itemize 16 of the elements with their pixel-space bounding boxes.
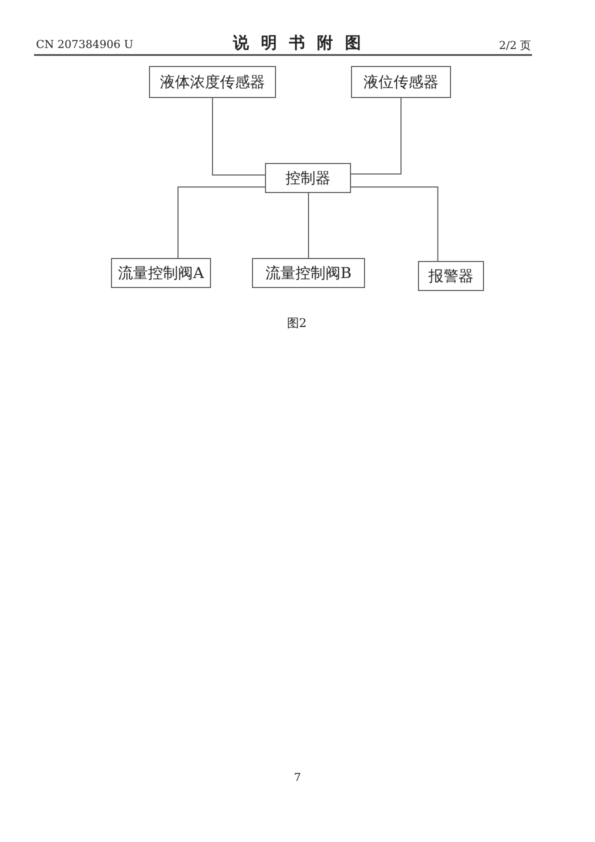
page-number: 7 bbox=[294, 771, 301, 784]
document-number: CN 207384906 U bbox=[36, 38, 134, 51]
process-box: 控制器 bbox=[265, 163, 351, 193]
process-box: 流量控制阀A bbox=[111, 258, 211, 288]
page-count: 2/2 页 bbox=[499, 38, 532, 53]
process-box: 液位传感器 bbox=[351, 66, 451, 98]
connector-line bbox=[178, 186, 266, 258]
process-box: 液体浓度传感器 bbox=[149, 66, 276, 98]
process-box: 流量控制阀B bbox=[252, 258, 365, 288]
process-box: 报警器 bbox=[418, 261, 484, 291]
page-heading: 说明书附图 bbox=[233, 33, 373, 54]
connector-line bbox=[212, 98, 266, 176]
connector-line bbox=[308, 192, 309, 258]
connector-line bbox=[350, 186, 438, 262]
connector-line bbox=[350, 98, 402, 174]
figure-caption: 图2 bbox=[287, 315, 307, 332]
